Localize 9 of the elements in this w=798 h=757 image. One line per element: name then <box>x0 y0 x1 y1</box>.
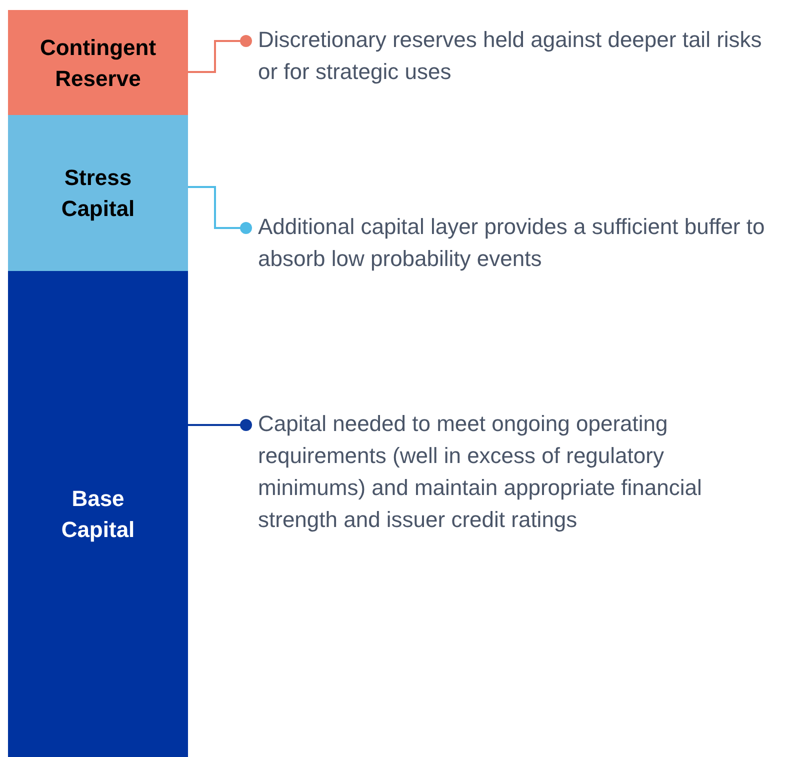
leader-line <box>188 419 252 431</box>
capital-layer-bar: Base Capital <box>8 271 188 757</box>
capital-layer-bar: Stress Capital <box>8 115 188 271</box>
leader-line <box>188 186 252 234</box>
capital-layer-bar: Contingent Reserve <box>8 10 188 115</box>
description-text: Discretionary reserves held against deeper tail risks or for strategic uses <box>258 24 768 88</box>
description-text: Capital needed to meet ongoing operating requirements (well in excess of regulatory minimums) and maintain appropriate financial strength and issuer credit ratings <box>258 408 768 536</box>
leader-line <box>188 35 252 73</box>
description-text: Additional capital layer provides a sufficient buffer to absorb low probability events <box>258 211 768 275</box>
